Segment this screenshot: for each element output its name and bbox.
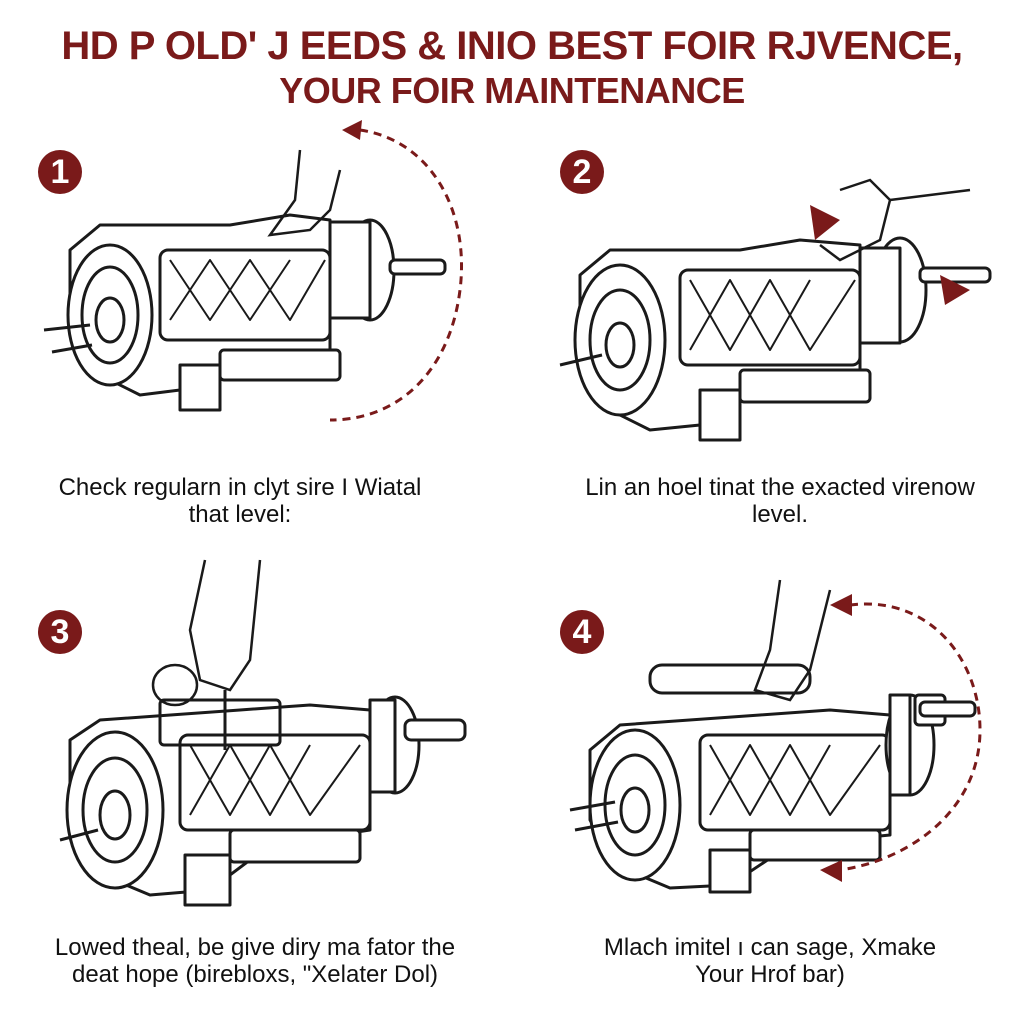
step-3-caption-line-1: Lowed theal, be give diry ma fator the bbox=[54, 934, 456, 961]
step-4-caption-line-1: Mlach imitel ı can sage, Xmake bbox=[603, 934, 937, 961]
transmission-icon bbox=[59, 695, 467, 907]
arrow-icon bbox=[810, 205, 840, 240]
step-4-caption-line-2: Your Hrof bar) bbox=[695, 961, 845, 988]
step-4-badge: 4 bbox=[560, 610, 604, 654]
rotation-arrow-icon bbox=[329, 128, 463, 422]
title-line-2: YOUR FOIR MAINTENANCE bbox=[279, 70, 745, 111]
step-3-badge: 3 bbox=[38, 610, 82, 654]
hand-icon bbox=[188, 559, 262, 692]
transmission-icon bbox=[569, 693, 977, 894]
ring-icon bbox=[151, 663, 199, 707]
step-2-illustration bbox=[559, 178, 992, 442]
step-3-caption: Lowed theal, be give diry ma fator the d… bbox=[25, 934, 485, 988]
step-2-caption-line-1: Lin an hoel tinat the exacted virenow bbox=[585, 474, 975, 501]
hand-icon bbox=[819, 178, 892, 262]
hand-icon bbox=[267, 149, 342, 237]
step-1-illustration bbox=[43, 120, 463, 422]
hand-icon bbox=[753, 579, 832, 702]
step-4-illustration bbox=[569, 579, 982, 894]
title-line-1: HD P OLD' J EEDS & INIO BEST FOIR RJVENC… bbox=[61, 24, 963, 68]
step-2-caption-line-2: level. bbox=[751, 501, 809, 528]
step-1-badge: 1 bbox=[38, 150, 82, 194]
step-4-caption: Mlach imitel ı can sage, Xmake Your Hrof… bbox=[540, 934, 1000, 988]
arrow-icon bbox=[940, 275, 970, 305]
transmission-icon bbox=[43, 213, 447, 412]
filter-tube-icon bbox=[648, 663, 812, 695]
step-1-caption: Check regularn in clyt sire I Wiatal tha… bbox=[10, 474, 470, 528]
step-1-caption-line-1: Check regularn in clyt sire I Wiatal bbox=[58, 474, 422, 501]
step-3-illustration bbox=[59, 559, 467, 907]
step-2-badge: 2 bbox=[560, 150, 604, 194]
transmission-icon bbox=[559, 236, 992, 442]
step-2-caption: Lin an hoel tinat the exacted virenow le… bbox=[550, 474, 1010, 528]
step-3-caption-line-2: deat hope (birebloxs, "Xelater Dol) bbox=[71, 961, 439, 988]
step-1-caption-line-2: that level: bbox=[188, 501, 292, 528]
rotation-arrow-icon bbox=[839, 602, 982, 872]
